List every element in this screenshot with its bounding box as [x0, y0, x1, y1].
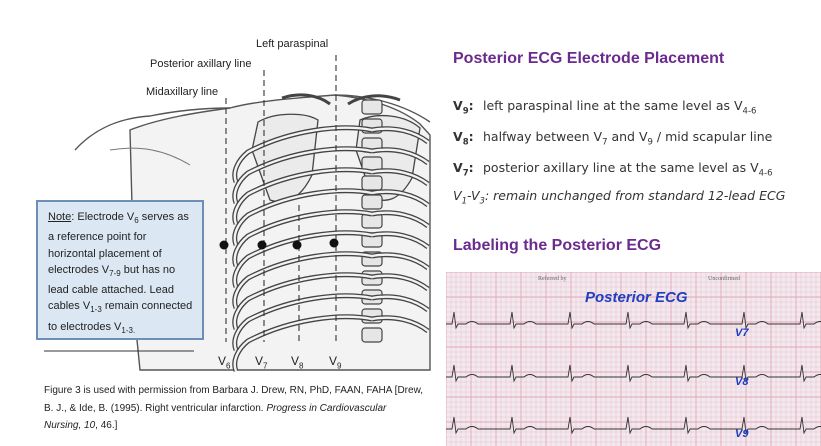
placement-title: Posterior ECG Electrode Placement [453, 50, 725, 67]
vertebra [361, 213, 383, 229]
vertebra [361, 194, 383, 210]
shoulder-left [74, 107, 231, 151]
clavicle-right [347, 94, 401, 106]
rib-right-inner [371, 148, 429, 164]
note-box: Note: Electrode V6 serves as a reference… [36, 200, 204, 340]
figure-caption: Figure 3 is used with permission from Ba… [44, 385, 424, 431]
rib-left-inner [233, 168, 373, 225]
rib-right-inner [371, 274, 429, 290]
ecg-lead-v8: V8 [735, 376, 749, 388]
ecg-lead-v7: V7 [735, 327, 749, 339]
lead-name: V7: [453, 160, 474, 179]
rib-right-inner [371, 127, 429, 143]
label-v8: V8 [291, 354, 304, 371]
placement-row-v7: V7:posterior axillary line at the same l… [453, 160, 773, 179]
rib-right-inner [371, 253, 429, 269]
placement-row-v9: V9:left paraspinal line at the same leve… [453, 98, 757, 117]
placement-unchanged: V1-V3: remain unchanged from standard 12… [453, 188, 786, 207]
rib-left-inner [233, 231, 373, 288]
ecg-header-left: Referred by [538, 276, 567, 282]
ecg-grid [446, 272, 821, 446]
labeling-title: Labeling the Posterior ECG [453, 237, 662, 254]
ecg-lead-v9: V9 [735, 428, 749, 440]
note-heading: Note [48, 211, 72, 223]
vertebra [361, 99, 383, 115]
rib-right-inner [371, 295, 429, 311]
ecg-title: Posterior ECG [585, 289, 688, 306]
label-v7: V7 [255, 354, 268, 371]
vertebra [361, 327, 383, 343]
ribcage [232, 125, 430, 372]
rib-left-inner [233, 273, 373, 330]
rib-left-inner [233, 315, 373, 372]
shoulder-right [334, 94, 431, 123]
lead-name: V9: [453, 98, 474, 117]
rib-right-inner [371, 169, 429, 185]
label-midaxillary: Midaxillary line [146, 86, 219, 98]
ecg-trace [446, 416, 821, 435]
label-left-paraspinal: Left paraspinal [256, 38, 329, 50]
rib-left-inner [233, 126, 373, 183]
vertebra [361, 175, 383, 191]
placement-row-v8: V8:halfway between V7 and V9 / mid scapu… [453, 129, 773, 148]
rib-right-inner [371, 211, 429, 227]
posterior-chest-illustration [44, 55, 431, 372]
torso-outline [129, 94, 431, 371]
label-v6: V6 [218, 354, 231, 371]
ecg-trace [446, 311, 821, 330]
electrode-v9 [329, 238, 339, 248]
rib-left-inner [233, 147, 373, 204]
lead-name: V8: [453, 129, 474, 148]
ecg-strip: Referred by Unconfirmed Posterior ECG V7… [446, 272, 821, 446]
electrode-v6 [219, 240, 229, 250]
clavicle-left [281, 93, 331, 106]
ecg-trace [446, 364, 821, 383]
electrode-v7 [257, 240, 267, 250]
rib-left-inner [233, 189, 373, 246]
rib-left-inner [233, 210, 373, 267]
rib-right-inner [371, 232, 429, 248]
rib-right-inner [371, 190, 429, 206]
rib-left-inner [233, 294, 373, 351]
rib-right-inner [371, 316, 429, 332]
electrode-v8 [292, 240, 302, 250]
arm-left [109, 147, 191, 166]
ecg-header-right: Unconfirmed [708, 276, 740, 282]
label-posterior-axillary: Posterior axillary line [150, 58, 252, 70]
rib-left-inner [233, 252, 373, 309]
label-v9: V9 [329, 354, 342, 371]
